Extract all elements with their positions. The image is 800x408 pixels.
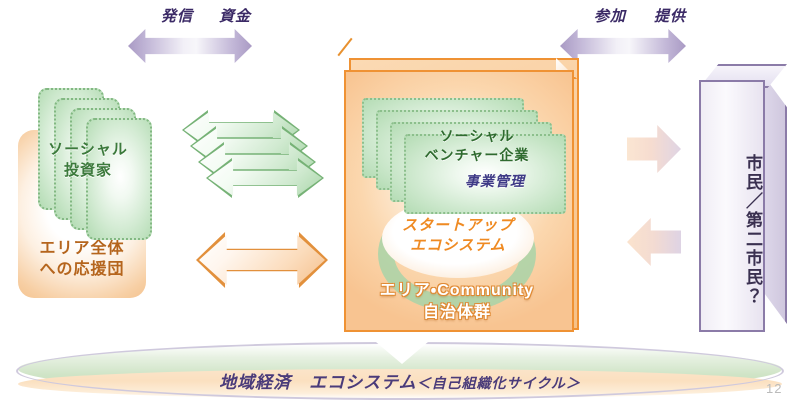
business-management-label: 事業管理 [465, 173, 525, 189]
citizen-column [699, 80, 765, 332]
social-investor-label-line1: ソーシャル [48, 141, 128, 158]
pointer-tick-mark [337, 37, 353, 57]
local-economy-band [0, 342, 800, 402]
social-investor-label-line2: 投資家 [63, 162, 112, 179]
citizen-column-side [761, 72, 787, 324]
flow-arrow-right-label-b: 提供 [653, 8, 686, 25]
provide-arrow-right [627, 125, 681, 173]
local-economy-caption-main: 地域経済 エコシステム [219, 373, 417, 392]
startup-ecosystem-label-line2: エコシステム [410, 237, 506, 254]
flow-arrow-left-label-a: 発信 [160, 8, 193, 25]
flow-arrow-left [128, 29, 252, 63]
flow-arrow-left-label-b: 資金 [218, 8, 251, 25]
area-support-group-label-line2: への応援団 [39, 261, 125, 278]
flow-arrow-right-label-a: 参加 [593, 8, 626, 25]
page-number: 12 [766, 381, 783, 396]
social-venture-label-line1: ソーシャル [439, 128, 515, 144]
citizen-column-label: 市民／第二市民？ [743, 154, 762, 306]
local-economy-caption-sub: ＜自己組織化サイクル＞ [416, 375, 581, 391]
social-investor-card-front [86, 118, 152, 240]
area-support-group-label-line1: エリア全体 [39, 240, 125, 257]
social-venture-card-front [404, 134, 566, 214]
area-community-label-line1: エリア・Community [379, 282, 535, 299]
social-venture-label-line2: ベンチャー企業 [424, 147, 530, 163]
startup-ecosystem-label-line1: スタートアップ [401, 217, 514, 234]
local-economy-caption: 地域経済 エコシステム＜自己組織化サイクル＞ [0, 368, 800, 393]
local-government-label-line2: 自治体群 [422, 304, 491, 321]
participate-arrow-left [627, 218, 681, 266]
